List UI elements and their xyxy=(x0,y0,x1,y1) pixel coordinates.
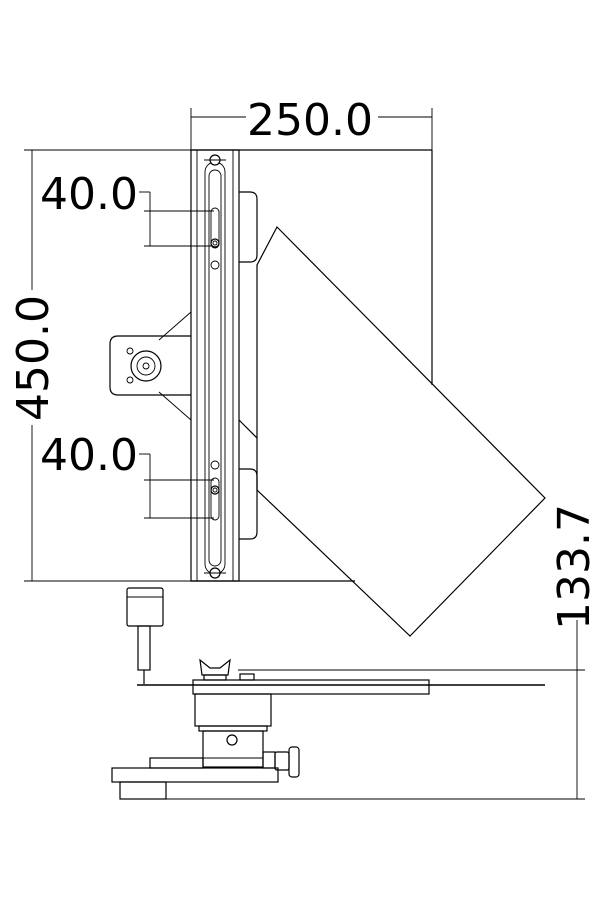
height-dimension-label: 450.0 xyxy=(8,295,59,421)
tilted-plate xyxy=(238,225,546,637)
side-view-fixture xyxy=(111,658,577,800)
top-spacing-dimension: 40.0 xyxy=(40,169,214,247)
frame-outline xyxy=(191,149,433,582)
bottom-spacing-dimension: 40.0 xyxy=(40,430,214,519)
side-view-probe xyxy=(126,587,164,684)
bottom-spacing-label: 40.0 xyxy=(40,430,138,481)
vertical-rail xyxy=(190,149,240,582)
top-spacing-label: 40.0 xyxy=(40,169,138,220)
width-dimension-label: 250.0 xyxy=(247,95,373,146)
offset-dimension-label: 133.7 xyxy=(549,504,600,630)
height-dimension: 450.0 xyxy=(8,149,191,582)
offset-dimension: 133.7 xyxy=(166,504,600,800)
rail-brackets xyxy=(239,191,258,540)
left-clamp xyxy=(109,311,192,421)
width-dimension: 250.0 xyxy=(190,95,433,150)
